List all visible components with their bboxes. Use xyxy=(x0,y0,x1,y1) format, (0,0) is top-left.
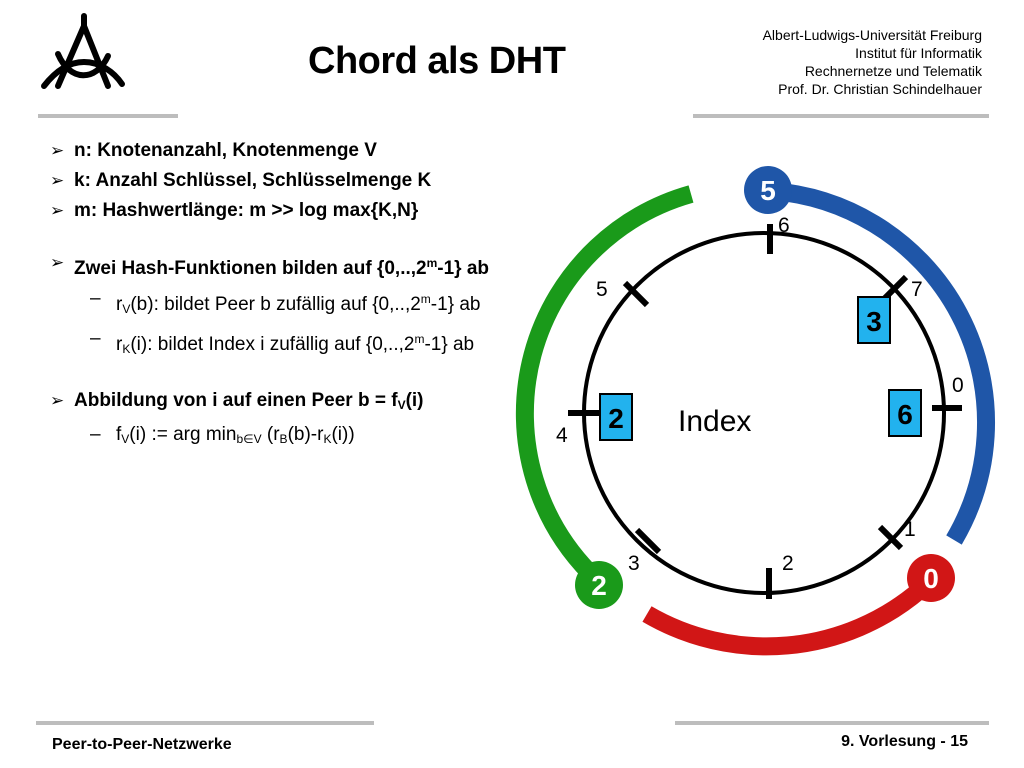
arc-peer-0 xyxy=(642,583,926,656)
tick-label-7: 7 xyxy=(911,278,923,301)
bullet-list: ➢n: Knotenanzahl, Knotenmenge V ➢k: Anza… xyxy=(50,138,498,456)
arc-peer-2 xyxy=(515,185,694,580)
tick-label-2: 2 xyxy=(782,552,794,575)
arrow-bullet-icon: ➢ xyxy=(50,253,65,272)
bullet-k: ➢k: Anzahl Schlüssel, Schlüsselmenge K xyxy=(50,168,498,194)
peer-label-5: 5 xyxy=(760,175,776,206)
header-rule-right xyxy=(693,114,989,118)
tick-label-0: 0 xyxy=(952,374,964,397)
arrow-bullet-icon: ➢ xyxy=(50,201,65,220)
course-name: Peer-to-Peer-Netzwerke xyxy=(52,736,232,753)
tick-label-3: 3 xyxy=(628,552,640,575)
footer-rule-right xyxy=(675,721,989,725)
sub-bullet-rv: –rV(b): bildet Peer b zufällig auf {0,..… xyxy=(90,288,481,316)
institute-name: Institut für Informatik xyxy=(855,45,982,61)
sub-bullet-rk: –rK(i): bildet Index i zufällig auf {0,.… xyxy=(90,328,475,356)
index-box-2 xyxy=(599,393,633,441)
lecture-page: 9. Vorlesung - 15 xyxy=(841,733,968,750)
footer-rule-left xyxy=(36,721,374,725)
tick-7 xyxy=(881,274,909,302)
peer-node-0 xyxy=(907,554,955,602)
arrow-bullet-icon: ➢ xyxy=(50,391,65,410)
tick-3 xyxy=(634,527,662,555)
index-box-3 xyxy=(857,296,891,344)
index-label-2: 2 xyxy=(608,403,624,434)
arrow-bullet-icon: ➢ xyxy=(50,171,65,190)
center-label: Index xyxy=(678,405,751,438)
arrow-bullet-icon: ➢ xyxy=(50,141,65,160)
bullet-hash-functions: ➢Zwei Hash-Funktionen bilden auf {0,..,2… xyxy=(50,250,498,282)
tick-label-6: 6 xyxy=(778,214,790,237)
university-logo xyxy=(41,13,125,89)
peer-node-2 xyxy=(575,561,623,609)
sub-bullet-fv: –fV(i) := arg minb∈V (rB(b)-rK(i)) xyxy=(90,424,355,446)
professor-name: Prof. Dr. Christian Schindelhauer xyxy=(778,81,982,97)
tick-label-4: 4 xyxy=(556,424,568,447)
tick-1 xyxy=(877,524,904,551)
arc-peer-5 xyxy=(770,182,996,545)
index-box-6 xyxy=(888,389,922,437)
tick-5 xyxy=(622,280,650,308)
peer-label-0: 0 xyxy=(923,563,939,594)
peer-node-5 xyxy=(744,166,792,214)
bullet-mapping: ➢Abbildung von i auf einen Peer b = fV(i… xyxy=(50,390,424,412)
tick-label-5: 5 xyxy=(596,278,608,301)
university-name: Albert-Ludwigs-Universität Freiburg xyxy=(762,27,982,43)
tick-label-1: 1 xyxy=(904,518,916,541)
peer-label-2: 2 xyxy=(591,570,607,601)
index-label-3: 3 xyxy=(866,306,882,337)
bullet-n: ➢n: Knotenanzahl, Knotenmenge V xyxy=(50,138,498,164)
page-title: Chord als DHT xyxy=(308,40,566,82)
institution-block: Albert-Ludwigs-Universität Freiburg Inst… xyxy=(763,26,982,98)
bullet-m: ➢m: Hashwertlänge: m >> log max{K,N} xyxy=(50,198,498,224)
index-label-6: 6 xyxy=(897,399,913,430)
department-name: Rechnernetze und Telematik xyxy=(804,63,982,79)
header-rule-left xyxy=(38,114,178,118)
